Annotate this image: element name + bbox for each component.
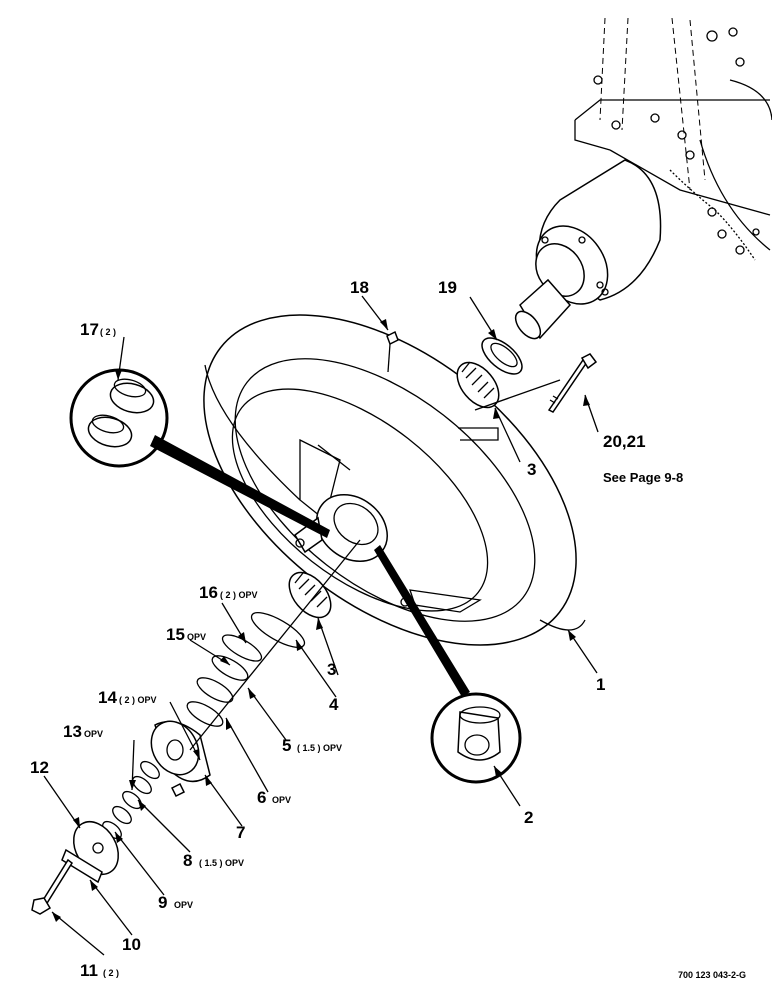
bolt-20-21 <box>547 353 598 413</box>
callout-8-qty: ( 1.5 ) OPV <box>199 858 244 868</box>
callout-16-qty: ( 2 ) OPV <box>220 590 258 600</box>
axis-line <box>189 539 361 751</box>
callout-5-qty: ( 1.5 ) OPV <box>297 743 342 753</box>
callout-14: 14 <box>98 688 117 707</box>
callout-10: 10 <box>122 935 141 954</box>
callout-17-qty: ( 2 ) <box>100 327 116 337</box>
callout-11: 11 <box>80 961 98 980</box>
callout-16: 16 <box>199 583 218 602</box>
callout-4: 4 <box>329 695 339 714</box>
callout-18: 18 <box>350 278 369 297</box>
drawing-code: 700 123 043-2-G <box>678 970 746 980</box>
callout-7: 7 <box>236 823 245 842</box>
plate-10 <box>61 848 103 884</box>
callout-2: 2 <box>524 808 533 827</box>
callout-13-qty: OPV <box>84 729 103 739</box>
detail-circle-2 <box>374 545 522 784</box>
detail-pointer-17 <box>150 435 330 538</box>
detail-circle-17 <box>69 368 330 538</box>
detail-pointer-2 <box>374 545 470 697</box>
axis-line-upper <box>474 379 561 411</box>
hub-7 <box>150 720 211 798</box>
callout-14-qty: ( 2 ) OPV <box>119 695 157 705</box>
callout-20-21: 20,21 <box>603 432 646 451</box>
shims-5-6 <box>186 634 263 727</box>
callout-5: 5 <box>282 736 291 755</box>
snap-ring-4 <box>250 612 306 648</box>
callout-3-upper: 3 <box>527 460 536 479</box>
callout-6-qty: OPV <box>272 795 291 805</box>
callout-13: 13 <box>63 722 82 741</box>
bolt-11 <box>31 858 73 915</box>
callout-17: 17 <box>80 320 99 339</box>
fitting-18 <box>386 330 399 373</box>
seal-19 <box>481 337 523 375</box>
bearing-upper <box>456 361 500 409</box>
callout-8: 8 <box>183 851 192 870</box>
callout-3-lower: 3 <box>327 660 336 679</box>
leader-lines <box>43 295 599 956</box>
see-page-note: See Page 9-8 <box>603 470 683 485</box>
callout-11-qty: ( 2 ) <box>103 968 119 978</box>
washers-8-14 <box>102 760 160 840</box>
callout-9: 9 <box>158 893 167 912</box>
callout-1: 1 <box>596 675 605 694</box>
callout-12: 12 <box>30 758 49 777</box>
callout-19: 19 <box>438 278 457 297</box>
callout-15: 15 <box>166 625 185 644</box>
callout-15-qty: OPV <box>187 632 206 642</box>
callout-labels: 18 19 17 ( 2 ) 3 20,21 See Page 9-8 16 (… <box>30 278 746 980</box>
bearing-lower <box>288 571 332 619</box>
callout-9-qty: OPV <box>174 900 193 910</box>
gearbox-housing <box>514 17 772 340</box>
callout-6: 6 <box>257 788 266 807</box>
